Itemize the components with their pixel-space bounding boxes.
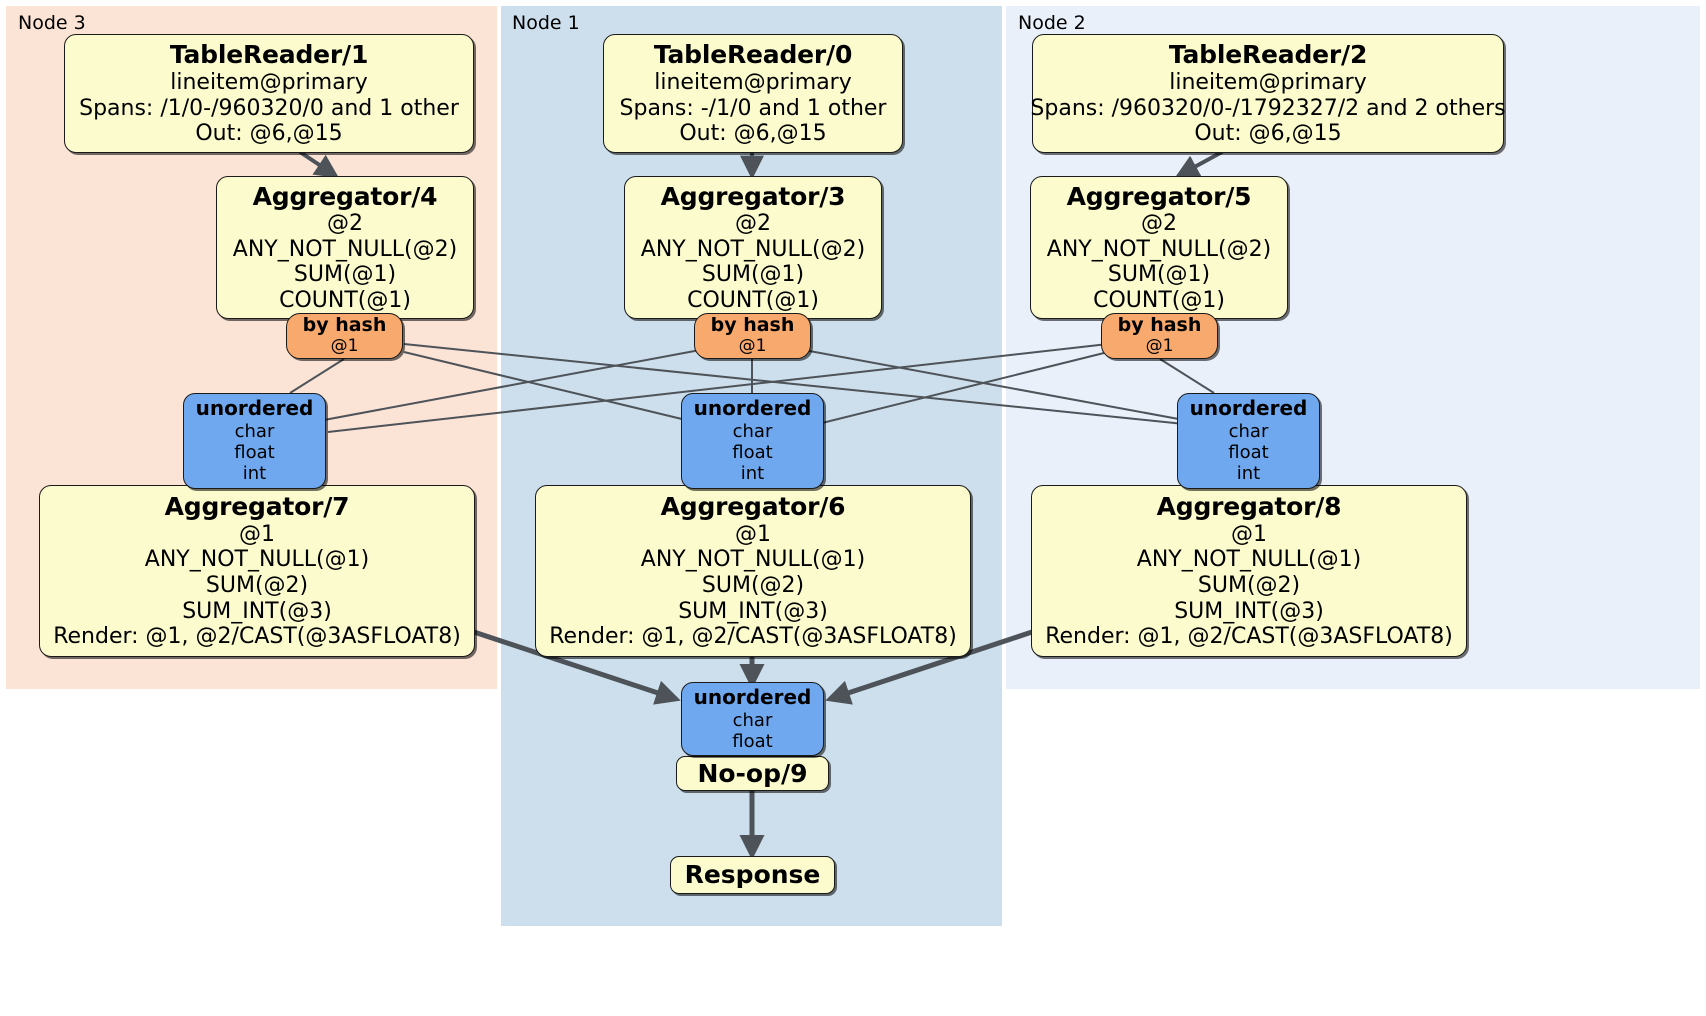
node-detail-line: lineitem@primary [1169,69,1367,95]
node-detail-line: @2 [327,211,363,237]
node-detail-line: COUNT(@1) [687,287,819,313]
node-detail-line: Out: @6,@15 [679,121,827,147]
node-detail-line: Out: @6,@15 [195,121,343,147]
node-detail-line: SUM(@2) [205,572,309,598]
node-title: Response [684,860,821,890]
stream-title: unordered [1189,396,1308,421]
node-detail-line: @2 [1141,211,1177,237]
stream-unordered-left[interactable]: unordered char float int [183,393,326,489]
stream-title: unordered [693,396,812,421]
node-detail-line: lineitem@primary [654,69,852,95]
node-detail-line: SUM(@1) [293,262,397,288]
router-title: by hash [1117,314,1202,337]
node-detail-line: ANY_NOT_NULL(@1) [1136,547,1362,573]
node-detail-line: SUM(@1) [1107,262,1211,288]
node-title: Aggregator/6 [660,492,846,522]
node-detail-line: SUM_INT(@3) [678,598,828,624]
node-detail-line: @1 [1231,521,1267,547]
node-detail-line: ANY_NOT_NULL(@2) [232,236,458,262]
node-detail-line: Spans: /1/0-/960320/0 and 1 other [79,95,459,121]
stream-detail-line: char [1228,420,1269,442]
node-detail-line: SUM(@2) [1197,572,1301,598]
stream-unordered-final[interactable]: unordered char float [681,682,824,756]
router-title: by hash [710,314,795,337]
node-aggregator-3[interactable]: Aggregator/3 @2 ANY_NOT_NULL(@2) SUM(@1)… [624,176,882,319]
node-detail-line: lineitem@primary [170,69,368,95]
node-tablereader-1[interactable]: TableReader/1 lineitem@primary Spans: /1… [64,34,474,153]
stream-detail-line: float [234,442,275,464]
node-detail-line: COUNT(@1) [1093,287,1225,313]
router-title: by hash [302,314,387,337]
node-detail-line: COUNT(@1) [279,287,411,313]
node-detail-line: Spans: /960320/0-/1792327/2 and 2 others [1030,95,1506,121]
node-tablereader-0[interactable]: TableReader/0 lineitem@primary Spans: -/… [603,34,903,153]
node-title: Aggregator/4 [252,181,438,211]
node-detail-line: @2 [735,211,771,237]
stream-title: unordered [693,684,812,709]
node-detail-line: SUM(@1) [701,262,805,288]
router-by-hash-left[interactable]: by hash @1 [286,313,403,359]
stream-detail-line: int [740,463,765,485]
node-detail-line: @1 [239,521,275,547]
node-response[interactable]: Response [670,856,835,894]
node-detail-line: ANY_NOT_NULL(@1) [144,547,370,573]
node-title: No-op/9 [697,758,808,788]
node-detail-line: @1 [735,521,771,547]
node-detail-line: SUM(@2) [701,572,805,598]
router-by-hash-right[interactable]: by hash @1 [1101,313,1218,359]
router-detail-line: @1 [738,336,767,357]
node-no-op-9[interactable]: No-op/9 [676,756,829,791]
stream-unordered-right[interactable]: unordered char float int [1177,393,1320,489]
node-aggregator-5[interactable]: Aggregator/5 @2 ANY_NOT_NULL(@2) SUM(@1)… [1030,176,1288,319]
cluster-node-1-label: Node 1 [512,12,580,34]
node-detail-line: Spans: -/1/0 and 1 other [619,95,887,121]
node-aggregator-4[interactable]: Aggregator/4 @2 ANY_NOT_NULL(@2) SUM(@1)… [216,176,474,319]
node-detail-line: Render: @1, @2/CAST(@3ASFLOAT8) [53,624,461,650]
node-aggregator-7[interactable]: Aggregator/7 @1 ANY_NOT_NULL(@1) SUM(@2)… [39,485,475,657]
stream-detail-line: char [732,709,773,731]
node-tablereader-2[interactable]: TableReader/2 lineitem@primary Spans: /9… [1030,34,1506,153]
stream-detail-line: char [732,420,773,442]
node-title: Aggregator/5 [1066,181,1252,211]
router-by-hash-center[interactable]: by hash @1 [694,313,811,359]
node-detail-line: SUM_INT(@3) [1174,598,1324,624]
stream-detail-line: int [242,463,267,485]
node-detail-line: Render: @1, @2/CAST(@3ASFLOAT8) [549,624,957,650]
router-detail-line: @1 [1145,336,1174,357]
cluster-node-2-label: Node 2 [1018,12,1086,34]
stream-unordered-center[interactable]: unordered char float int [681,393,824,489]
node-title: Aggregator/3 [660,181,846,211]
cluster-node-3-label: Node 3 [18,12,86,34]
stream-title: unordered [195,396,314,421]
node-detail-line: Out: @6,@15 [1194,121,1342,147]
node-detail-line: ANY_NOT_NULL(@2) [640,236,866,262]
node-title: TableReader/0 [653,40,853,70]
node-detail-line: ANY_NOT_NULL(@1) [640,547,866,573]
node-detail-line: SUM_INT(@3) [182,598,332,624]
node-title: Aggregator/7 [164,492,350,522]
stream-detail-line: float [732,442,773,464]
stream-detail-line: int [1236,463,1261,485]
stream-detail-line: float [732,730,773,752]
node-title: TableReader/2 [1168,40,1368,70]
node-aggregator-8[interactable]: Aggregator/8 @1 ANY_NOT_NULL(@1) SUM(@2)… [1031,485,1467,657]
node-title: Aggregator/8 [1156,492,1342,522]
node-aggregator-6[interactable]: Aggregator/6 @1 ANY_NOT_NULL(@1) SUM(@2)… [535,485,971,657]
node-detail-line: Render: @1, @2/CAST(@3ASFLOAT8) [1045,624,1453,650]
node-detail-line: ANY_NOT_NULL(@2) [1046,236,1272,262]
node-title: TableReader/1 [169,40,369,70]
stream-detail-line: char [234,420,275,442]
router-detail-line: @1 [330,336,359,357]
stream-detail-line: float [1228,442,1269,464]
